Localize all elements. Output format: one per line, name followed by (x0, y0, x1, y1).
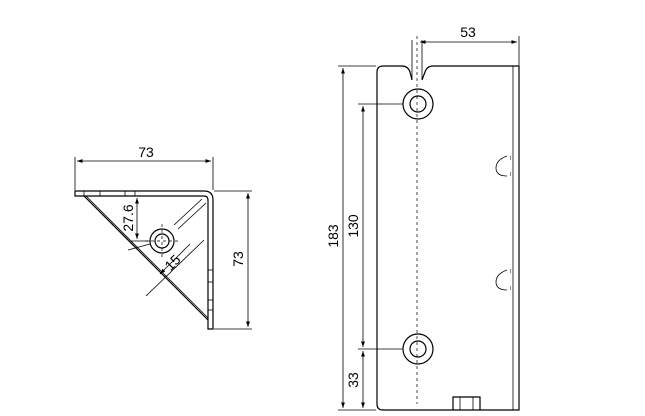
svg-text:I: I (510, 156, 511, 162)
svg-text:I: I (510, 269, 511, 275)
side-view: 73 73 27.6 15 (74, 144, 252, 330)
dim-overall-height: 183 (325, 224, 341, 248)
dim-hole-diameter: 15 (161, 251, 183, 273)
dim-flange-width: 53 (460, 24, 476, 40)
dim-bottom-offset: 33 (345, 372, 361, 388)
dim-hole-spacing: 130 (345, 214, 361, 238)
svg-text:I: I (510, 172, 511, 178)
svg-text:I: I (510, 286, 511, 292)
dim-hole-offset: 27.6 (120, 204, 136, 231)
front-view: I I I I 53 183 130 33 (325, 24, 520, 411)
dim-side-height: 73 (230, 251, 246, 267)
dim-side-width: 73 (138, 144, 154, 160)
